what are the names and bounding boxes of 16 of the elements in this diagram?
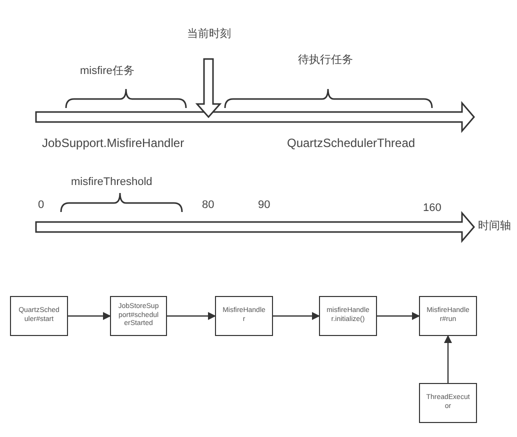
tick-label: 0 <box>38 200 44 211</box>
arrow <box>68 312 111 320</box>
arrow <box>444 335 452 383</box>
arrow <box>273 312 320 320</box>
arrow <box>377 312 420 320</box>
axis-label: 时间轴 <box>478 221 511 232</box>
thread-label: JobSupport.MisfireHandler <box>42 137 184 149</box>
range-label: misfireThreshold <box>71 177 152 188</box>
tick-label: 160 <box>423 203 442 214</box>
tick-label: 90 <box>258 200 270 211</box>
range-label: misfire任务 <box>80 66 134 77</box>
range-label: 待执行任务 <box>298 55 353 66</box>
thread-label: QuartzSchedulerThread <box>287 137 416 149</box>
tick-label: 80 <box>202 200 214 211</box>
arrow <box>167 312 216 320</box>
moment-label: 当前时刻 <box>187 29 231 40</box>
